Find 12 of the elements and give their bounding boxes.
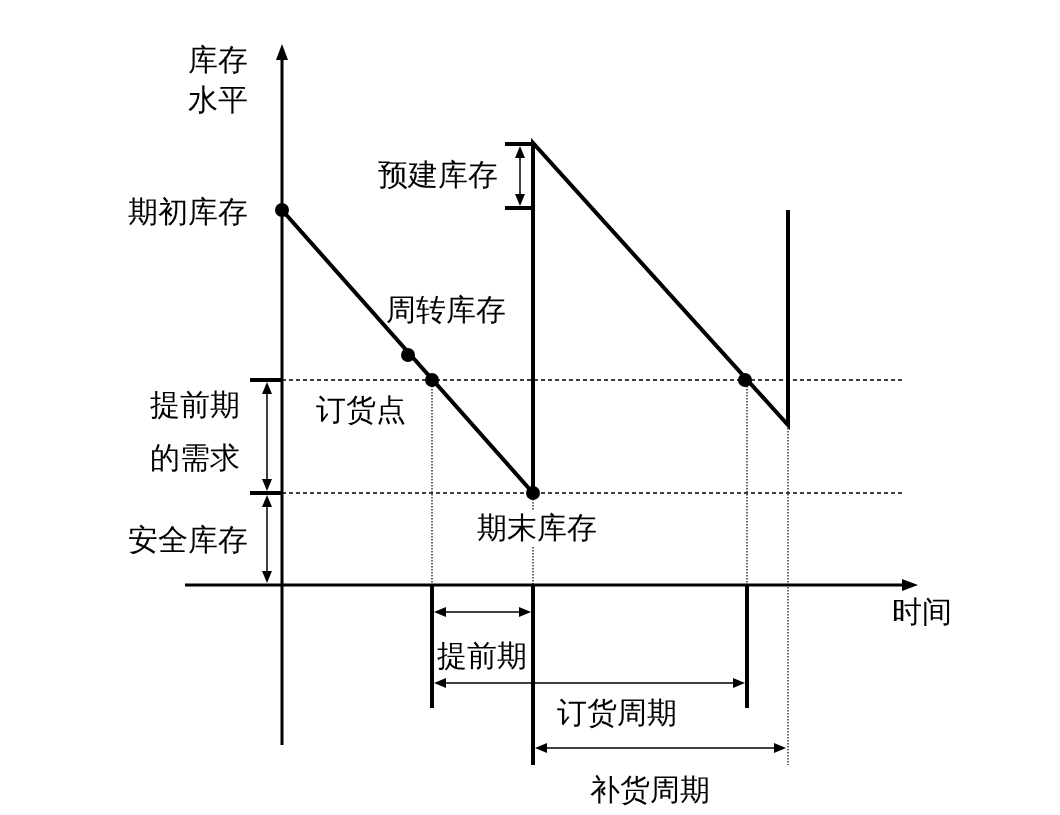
point-label: 期末库存 bbox=[477, 510, 597, 546]
segment-label: 周转库存 bbox=[386, 292, 506, 328]
point-label: 期初库存 bbox=[128, 194, 248, 230]
dimension-label: 预建库存 bbox=[378, 157, 498, 193]
dimension-label: 补货周期 bbox=[590, 772, 710, 808]
point-label: 订货点 bbox=[316, 392, 406, 428]
dimension-label: 提前期 bbox=[437, 638, 527, 674]
dimension-label: 安全库存 bbox=[128, 522, 248, 558]
dimension-label: 订货周期 bbox=[557, 695, 677, 731]
axis-title: 库存水平 bbox=[188, 41, 249, 119]
axis-title: 时间 bbox=[892, 594, 952, 630]
dimension-label: 提前期的需求 bbox=[150, 386, 241, 477]
